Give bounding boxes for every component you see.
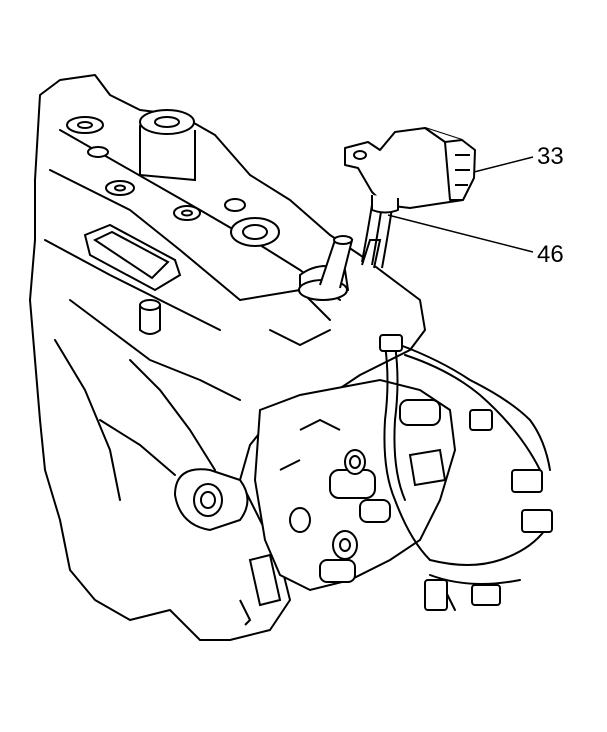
leader-line-46 xyxy=(387,214,534,253)
valve-body xyxy=(239,378,457,626)
cover-plate xyxy=(83,223,182,292)
fill-plug xyxy=(139,299,161,335)
harness-connectors xyxy=(379,334,553,611)
callout-33: 33 xyxy=(537,143,564,170)
callout-46: 46 xyxy=(537,241,564,268)
leader-line-33 xyxy=(473,156,534,173)
mount-bracket xyxy=(173,468,249,532)
leader-lines xyxy=(387,156,534,253)
shaft-assembly xyxy=(298,235,382,301)
upper-bosses xyxy=(66,109,280,247)
connector-icon xyxy=(344,127,476,214)
wire-harness-icon xyxy=(383,344,551,611)
